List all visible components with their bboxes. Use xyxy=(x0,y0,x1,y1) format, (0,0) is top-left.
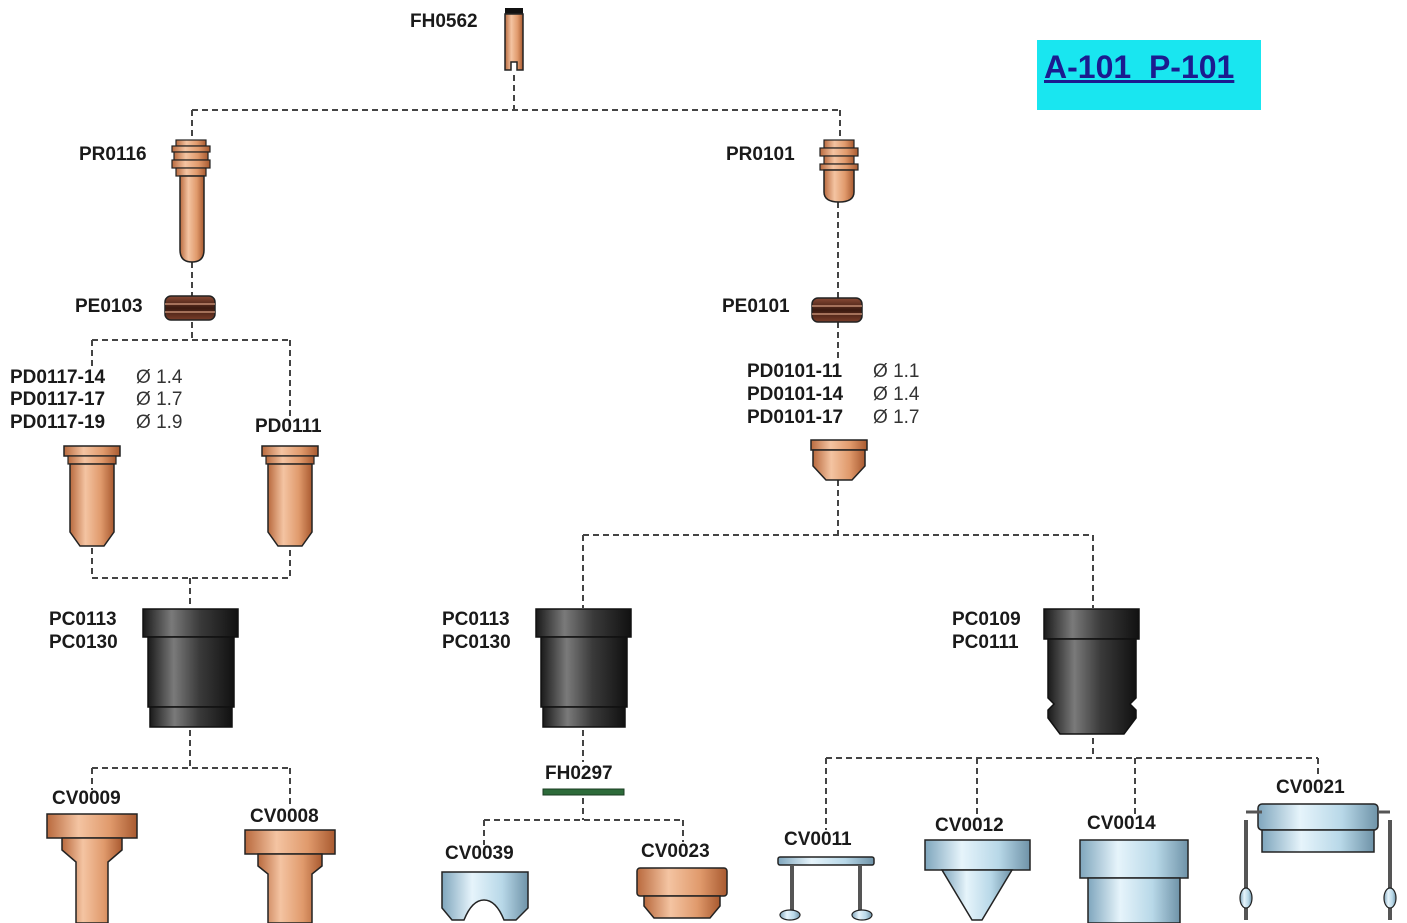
label-pr0116: PR0116 xyxy=(79,144,147,165)
cup-right-part xyxy=(1043,608,1140,735)
diameter-pd0117-19: Ø 1.9 xyxy=(136,411,182,434)
cv0012-part xyxy=(924,839,1031,921)
diameter-value: 1.4 xyxy=(893,384,920,405)
label-cv0039: CV0039 xyxy=(445,843,514,864)
pr0101-part xyxy=(819,139,859,203)
pr0116-part xyxy=(171,139,211,263)
label-fh0297: FH0297 xyxy=(545,763,613,784)
cv0009-part xyxy=(46,813,138,923)
diameter-symbol: Ø xyxy=(873,407,888,428)
cv0011-part xyxy=(777,856,875,921)
label-pr0101: PR0101 xyxy=(726,144,795,165)
cup-mid-part xyxy=(535,608,632,728)
label-cv0023: CV0023 xyxy=(641,841,710,862)
diameter-value: 1.4 xyxy=(156,367,183,388)
label-cv0014: CV0014 xyxy=(1087,813,1156,834)
label-cv0021: CV0021 xyxy=(1276,777,1345,798)
label-pd0101-14: PD0101-14 xyxy=(747,384,844,405)
cv0008-part xyxy=(244,829,336,923)
connector-lines xyxy=(91,75,1319,845)
diameter-value: 1.9 xyxy=(156,412,183,433)
label-cup-right-2: PC0111 xyxy=(952,632,1019,653)
label-cup-left-1: PC0113 xyxy=(49,609,117,630)
diameter-pd0101-14: Ø 1.4 xyxy=(873,383,919,406)
pd0101-part xyxy=(810,439,868,481)
cv0039-part xyxy=(441,871,529,921)
diameter-symbol: Ø xyxy=(136,367,151,388)
label-fh0562: FH0562 xyxy=(410,11,478,32)
diameter-value: 1.1 xyxy=(893,361,920,382)
pd0117-part xyxy=(63,445,121,547)
label-pd0101-11: PD0101-11 xyxy=(747,361,843,382)
label-cup-left-2: PC0130 xyxy=(49,632,118,653)
label-cv0011: CV0011 xyxy=(784,829,852,850)
label-pd0117-14: PD0117-14 xyxy=(10,367,106,388)
fh0297-part xyxy=(542,788,625,796)
label-cv0012: CV0012 xyxy=(935,815,1004,836)
label-pd0117-17: PD0117-17 xyxy=(10,389,106,410)
title-box xyxy=(1037,40,1261,110)
label-cup-right-1: PC0109 xyxy=(952,609,1021,630)
label-pd0111: PD0111 xyxy=(255,416,322,437)
pe0101-part xyxy=(811,297,863,323)
label-cup-mid-1: PC0113 xyxy=(442,609,510,630)
diameter-pd0101-11: Ø 1.1 xyxy=(873,360,919,383)
fh0562-part xyxy=(504,8,524,71)
label-pe0103: PE0103 xyxy=(75,296,143,317)
diameter-symbol: Ø xyxy=(136,412,151,433)
diameter-pd0117-14: Ø 1.4 xyxy=(136,366,182,389)
cv0014-part xyxy=(1079,839,1189,923)
diameter-symbol: Ø xyxy=(873,361,888,382)
cv0021-part xyxy=(1239,803,1397,920)
label-pd0101-17: PD0101-17 xyxy=(747,407,844,428)
cv0023-part xyxy=(636,867,728,919)
label-cv0009: CV0009 xyxy=(52,788,121,809)
label-cup-mid-2: PC0130 xyxy=(442,632,511,653)
diameter-symbol: Ø xyxy=(873,384,888,405)
pe0103-part xyxy=(164,295,216,321)
diameter-pd0101-17: Ø 1.7 xyxy=(873,406,919,429)
cup-left-part xyxy=(142,608,239,728)
diameter-value: 1.7 xyxy=(156,389,183,410)
label-pd0117-19: PD0117-19 xyxy=(10,412,106,433)
label-cv0008: CV0008 xyxy=(250,806,319,827)
page-title: A-101 P-101 xyxy=(1044,49,1235,85)
diameter-pd0117-17: Ø 1.7 xyxy=(136,388,182,411)
label-pe0101: PE0101 xyxy=(722,296,790,317)
diameter-value: 1.7 xyxy=(893,407,920,428)
diameter-symbol: Ø xyxy=(136,389,151,410)
pd0111-part xyxy=(261,445,319,547)
